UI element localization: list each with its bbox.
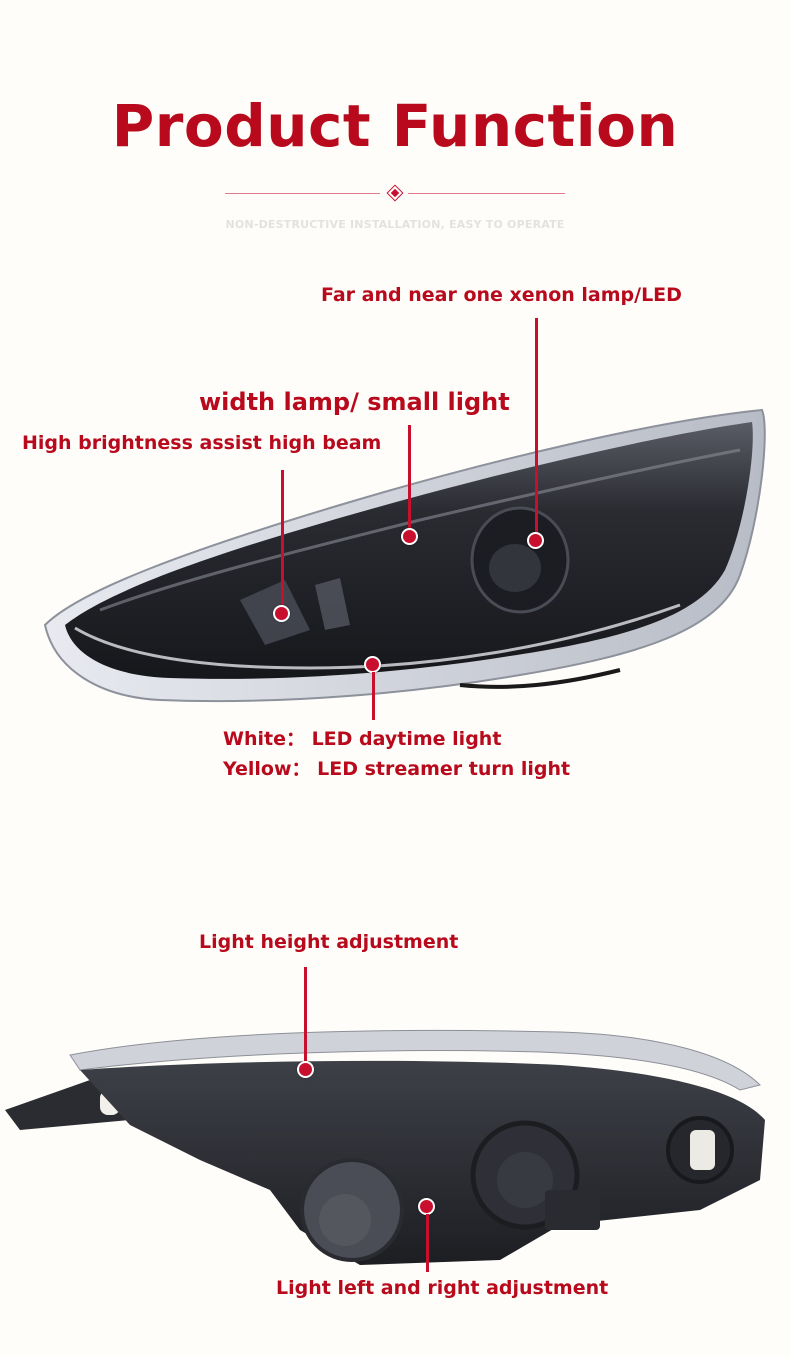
callout-xenon-marker[interactable] [527, 532, 544, 549]
callout-height-adjust-label: Light height adjustment [199, 931, 459, 953]
callout-width-lamp-line [408, 425, 411, 533]
callout-high-beam-line [281, 470, 284, 610]
callout-drl-line [372, 672, 375, 720]
callout-width-lamp-label: width lamp/ small light [199, 388, 510, 416]
page-title: Product Function [111, 92, 679, 160]
callout-lr-adjust-line [426, 1214, 429, 1272]
callout-height-adjust-marker[interactable] [297, 1061, 314, 1078]
callout-height-adjust-line [304, 967, 307, 1062]
page-subtitle: NON-DESTRUCTIVE INSTALLATION, EASY TO OP… [225, 218, 565, 231]
headlight-front-photo [43, 408, 766, 703]
divider-left [225, 193, 380, 194]
callout-xenon-label: Far and near one xenon lamp/LED [321, 284, 682, 306]
callout-lr-adjust-label: Light left and right adjustment [276, 1277, 609, 1299]
callout-drl-label-yellow: Yellow： LED streamer turn light [223, 758, 571, 780]
callout-high-beam-marker[interactable] [273, 605, 290, 622]
divider-right [408, 193, 565, 194]
callout-high-beam-label: High brightness assist high beam [22, 432, 382, 454]
callout-xenon-line [535, 318, 538, 536]
callout-drl-label-white: White： LED daytime light [223, 728, 502, 750]
callout-width-lamp-marker[interactable] [401, 528, 418, 545]
headlight-rear-photo [5, 1029, 765, 1265]
callout-drl-marker[interactable] [364, 656, 381, 673]
callout-lr-adjust-marker[interactable] [418, 1198, 435, 1215]
